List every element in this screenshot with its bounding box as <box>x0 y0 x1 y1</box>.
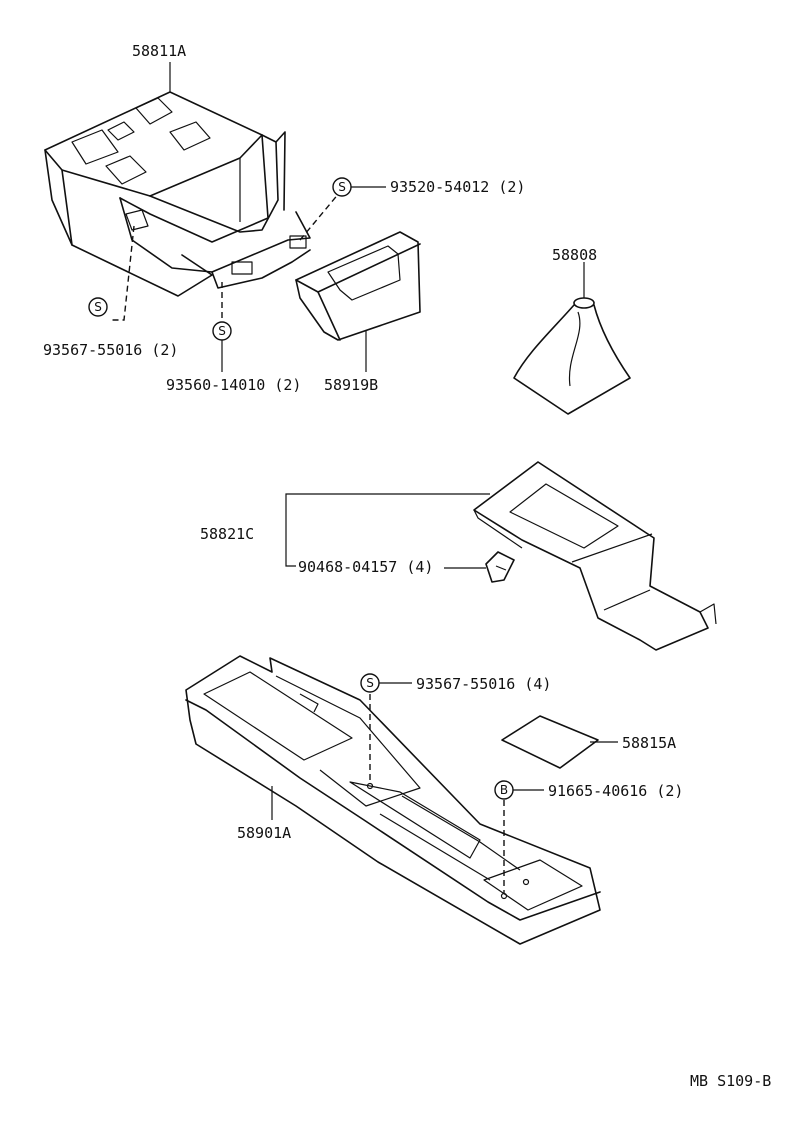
part-58821c-drawing <box>473 461 717 651</box>
part-58815a-drawing <box>501 715 599 769</box>
svg-text:S: S <box>366 676 374 690</box>
label-91665-40616: 91665-40616 (2) <box>548 782 683 800</box>
screw-symbol-93567-b: S <box>360 673 380 693</box>
part-58919b-drawing <box>295 231 421 341</box>
screw-symbol-93560: S <box>212 321 232 341</box>
part-58808-drawing <box>513 297 631 415</box>
bolt-symbol-91665: B <box>494 780 514 800</box>
label-58811a: 58811A <box>132 42 186 60</box>
svg-text:S: S <box>94 300 102 314</box>
label-58901a: 58901A <box>237 824 291 842</box>
part-58811a-drawing <box>44 91 311 297</box>
label-58919b: 58919B <box>324 376 378 394</box>
svg-text:S: S <box>338 180 346 194</box>
label-58815a: 58815A <box>622 734 676 752</box>
label-90468-04157: 90468-04157 (4) <box>298 558 433 576</box>
part-58901a-drawing <box>185 655 601 945</box>
label-58821c: 58821C <box>200 525 254 543</box>
label-93567-55016-a: 93567-55016 (2) <box>43 341 178 359</box>
clip-90468-drawing <box>485 551 515 583</box>
label-93560-14010: 93560-14010 (2) <box>166 376 301 394</box>
label-93567-55016-b: 93567-55016 (4) <box>416 675 551 693</box>
label-58808: 58808 <box>552 246 597 264</box>
screw-symbol-93567-a: S <box>88 297 108 317</box>
label-93520-54012: 93520-54012 (2) <box>390 178 525 196</box>
diagram-code: MB S109-B <box>690 1072 771 1090</box>
screw-symbol-93520: S <box>332 177 352 197</box>
svg-text:B: B <box>500 783 508 797</box>
svg-text:S: S <box>218 324 226 338</box>
